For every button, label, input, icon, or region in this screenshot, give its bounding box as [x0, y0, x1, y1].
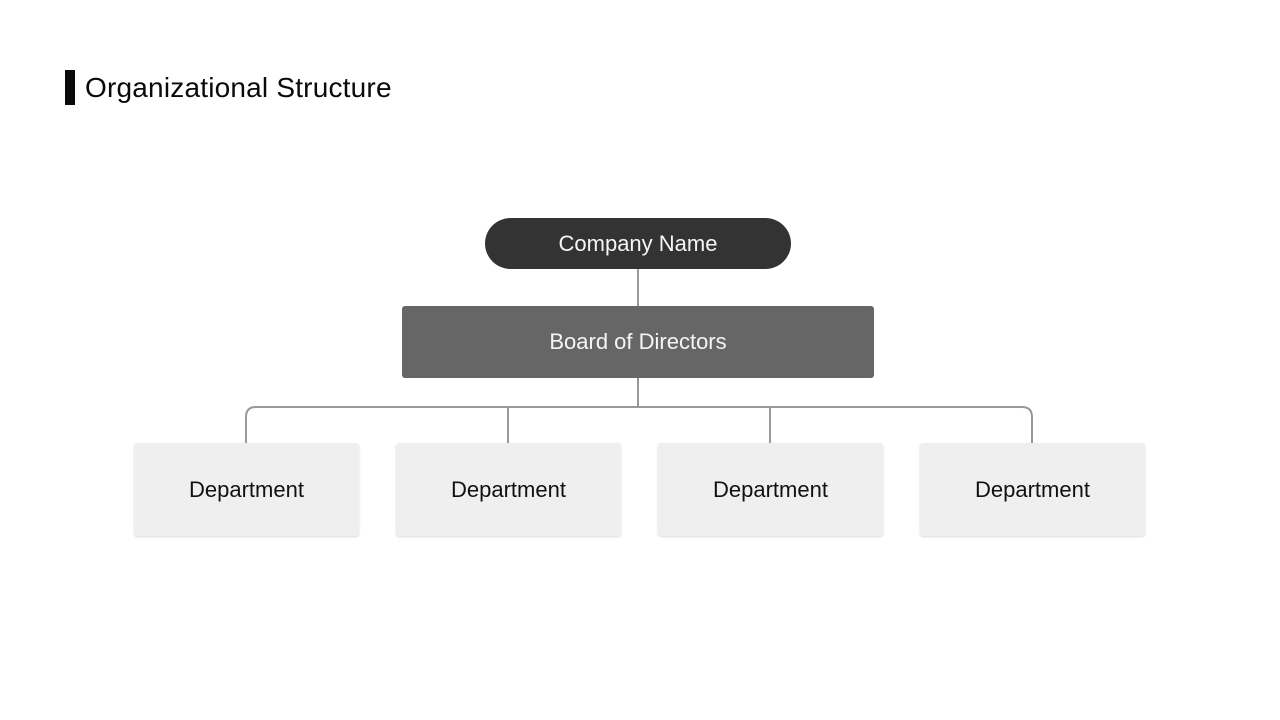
- org-node-department-3[interactable]: Department: [658, 443, 883, 536]
- org-node-department-4[interactable]: Department: [920, 443, 1145, 536]
- org-node-company[interactable]: Company Name: [485, 218, 791, 269]
- org-node-department-2[interactable]: Department: [396, 443, 621, 536]
- title-accent-bar: [65, 70, 75, 105]
- org-node-department-1[interactable]: Department: [134, 443, 359, 536]
- org-node-board-of-directors[interactable]: Board of Directors: [402, 306, 874, 378]
- page-header: Organizational Structure: [65, 70, 392, 105]
- connector-branch-horizontal: [245, 406, 1033, 444]
- page-title: Organizational Structure: [85, 72, 392, 103]
